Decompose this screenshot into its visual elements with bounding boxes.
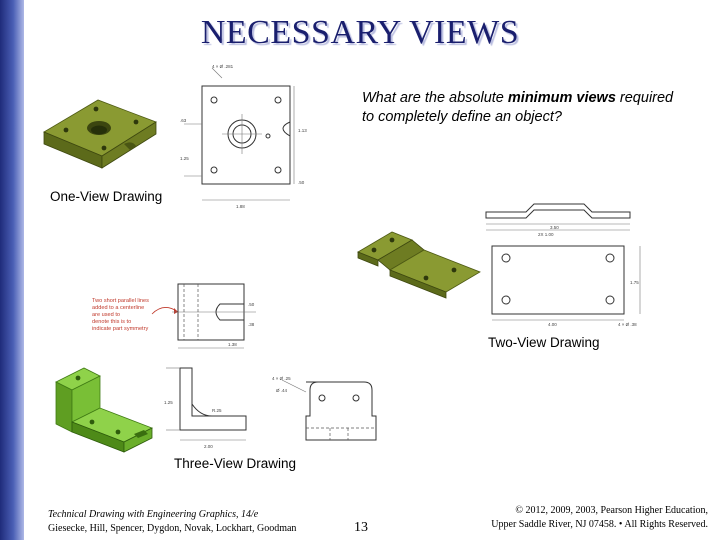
svg-text:2X 1.00: 2X 1.00 bbox=[538, 232, 554, 237]
note-leader bbox=[151, 307, 179, 315]
question-emphasis: minimum views bbox=[507, 90, 616, 106]
svg-text:.63: .63 bbox=[180, 118, 187, 123]
three-view-front-view: 1.25 R.25 2.00 bbox=[164, 367, 247, 449]
one-view-iso-part bbox=[43, 99, 157, 169]
svg-text:4 × Ø .25: 4 × Ø .25 bbox=[272, 376, 291, 381]
two-view-iso-part bbox=[357, 231, 481, 299]
footer-authors: Giesecke, Hill, Spencer, Dygdon, Novak, … bbox=[48, 523, 297, 534]
svg-text:1.75: 1.75 bbox=[630, 280, 639, 285]
footer-copyright-line1: © 2012, 2009, 2003, Pearson Higher Educa… bbox=[515, 505, 708, 516]
svg-text:.38: .38 bbox=[248, 322, 255, 327]
caption-three-view: Three-View Drawing bbox=[174, 456, 297, 471]
footer-copyright-line2: Upper Saddle River, NJ 07458. • All Righ… bbox=[491, 519, 708, 530]
svg-text:4 × Ø .38: 4 × Ø .38 bbox=[618, 322, 637, 327]
svg-text:1.13: 1.13 bbox=[298, 128, 307, 133]
svg-text:1.25: 1.25 bbox=[180, 156, 189, 161]
svg-text:3.50: 3.50 bbox=[550, 225, 559, 230]
caption-one-view: One-View Drawing bbox=[50, 189, 163, 204]
left-accent-bar bbox=[0, 0, 24, 540]
three-view-iso-part bbox=[55, 367, 153, 453]
one-view-drawing: 4 × Ø .281 .63 1.25 1.88 1.13 .50 bbox=[180, 64, 307, 209]
two-view-drawing: 3.50 2X 1.00 4.00 1.75 4 × Ø .38 bbox=[485, 203, 641, 327]
footer-copyright: © 2012, 2009, 2003, Pearson Higher Educa… bbox=[430, 504, 708, 532]
page-number: 13 bbox=[354, 520, 368, 535]
question-lead: What are the absolute bbox=[362, 90, 508, 106]
footer-book-info: Technical Drawing with Engineering Graph… bbox=[48, 508, 308, 536]
question-tail: required to completely define an object? bbox=[362, 90, 674, 125]
svg-text:1.38: 1.38 bbox=[228, 342, 237, 347]
svg-text:.50: .50 bbox=[298, 180, 305, 185]
svg-text:4.00: 4.00 bbox=[548, 322, 557, 327]
svg-text:R.25: R.25 bbox=[212, 408, 222, 413]
svg-text:1.88: 1.88 bbox=[236, 204, 245, 209]
slide-title: NECESSARY VIEWS bbox=[200, 14, 520, 51]
three-view-top-view: .50 .38 1.38 bbox=[172, 283, 256, 349]
svg-text:.50: .50 bbox=[248, 302, 255, 307]
caption-two-view: Two-View Drawing bbox=[488, 335, 600, 350]
three-view-side-view: 4 × Ø .25 Ø .44 bbox=[272, 376, 377, 441]
symmetry-note: Two short parallel lines added to a cent… bbox=[92, 298, 149, 332]
footer-book-title: Technical Drawing with Engineering Graph… bbox=[48, 509, 259, 520]
svg-text:1.25: 1.25 bbox=[164, 400, 173, 405]
svg-text:4 × Ø .281: 4 × Ø .281 bbox=[212, 64, 234, 69]
svg-text:Ø .44: Ø .44 bbox=[276, 388, 288, 393]
question-text: What are the absolute minimum views requ… bbox=[362, 89, 682, 127]
svg-text:2.00: 2.00 bbox=[204, 444, 213, 449]
